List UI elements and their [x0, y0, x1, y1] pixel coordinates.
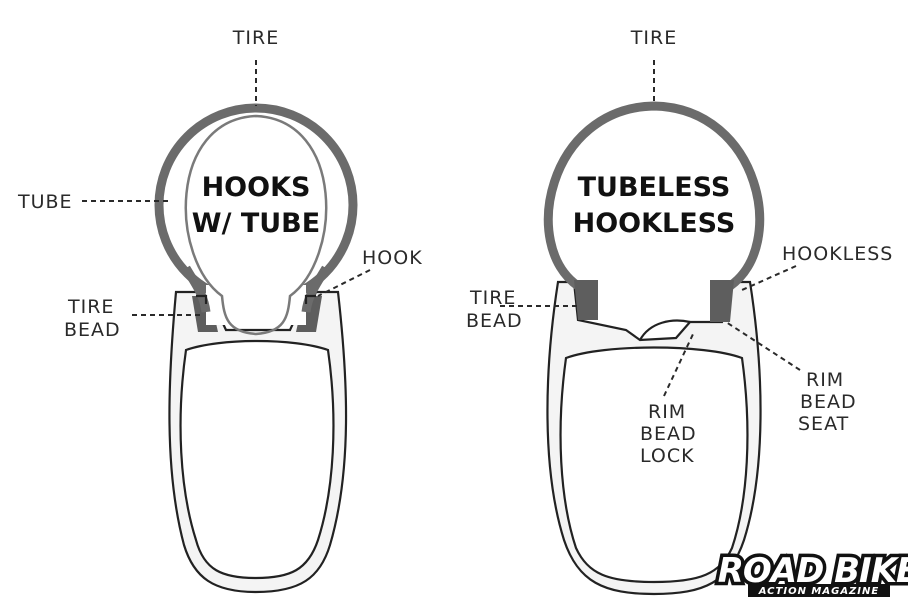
hooked-label-bead-1: TIRE [67, 296, 114, 318]
logo-tagline-bar [748, 584, 890, 597]
hooked-leader-hook [317, 269, 371, 297]
hookless-label-tire: TIRE [630, 27, 677, 49]
road-bike-action-logo: ROAD BIKE ACTION MAGAZINE [714, 548, 908, 597]
hookless-title-line2: HOOKLESS [573, 208, 736, 239]
hookless-label-bead-1: TIRE [469, 287, 516, 309]
hooked-tire-sidewall-left [182, 265, 211, 313]
hooked-title-line1: HOOKS [202, 172, 311, 203]
hooked-label-hook: HOOK [362, 247, 423, 269]
rim-bead-lock [639, 319, 691, 341]
hooked-rim-cavity [179, 339, 335, 580]
hookless-label-seat-3: SEAT [798, 413, 849, 435]
hookless-label-lock-3: LOCK [640, 445, 695, 467]
hookless-tire [543, 101, 765, 290]
hookless-leader-lock [663, 331, 695, 397]
rim-hook-right [304, 294, 316, 304]
inner-tube [184, 114, 328, 336]
hookless-tire-bead-left [574, 280, 598, 320]
hookless-title-line1: TUBELESS [578, 172, 731, 203]
hookless-leader-seat [725, 321, 801, 371]
hooked-label-tire: TIRE [232, 27, 279, 49]
hooked-tire-sidewall-right [301, 265, 330, 313]
hookless-leader-hookless [741, 265, 797, 291]
hooked-title-line2: W/ TUBE [192, 208, 320, 239]
hookless-label-lock-1: RIM [648, 401, 686, 423]
hooked-label-bead-2: BEAD [64, 319, 121, 341]
hookless-label-lock-2: BEAD [640, 423, 697, 445]
hookless-label-seat-2: BEAD [800, 391, 857, 413]
hookless-rim-diagram: TUBELESS HOOKLESS TIRE HOOKLESS TIRE BEA… [466, 27, 893, 596]
rim-hook-left [196, 294, 208, 304]
hooked-rim-diagram: HOOKS W/ TUBE TIRE TUBE HOOK TIRE BEAD [17, 27, 423, 594]
hookless-label-bead-2: BEAD [466, 310, 523, 332]
hookless-label-hookless: HOOKLESS [782, 243, 893, 265]
hookless-label-seat-1: RIM [806, 369, 844, 391]
hooked-label-tube: TUBE [17, 191, 73, 213]
logo-tagline: ACTION MAGAZINE [758, 586, 879, 597]
hookless-tire-bead-right [710, 280, 734, 322]
hookless-rim-cavity [559, 346, 749, 584]
